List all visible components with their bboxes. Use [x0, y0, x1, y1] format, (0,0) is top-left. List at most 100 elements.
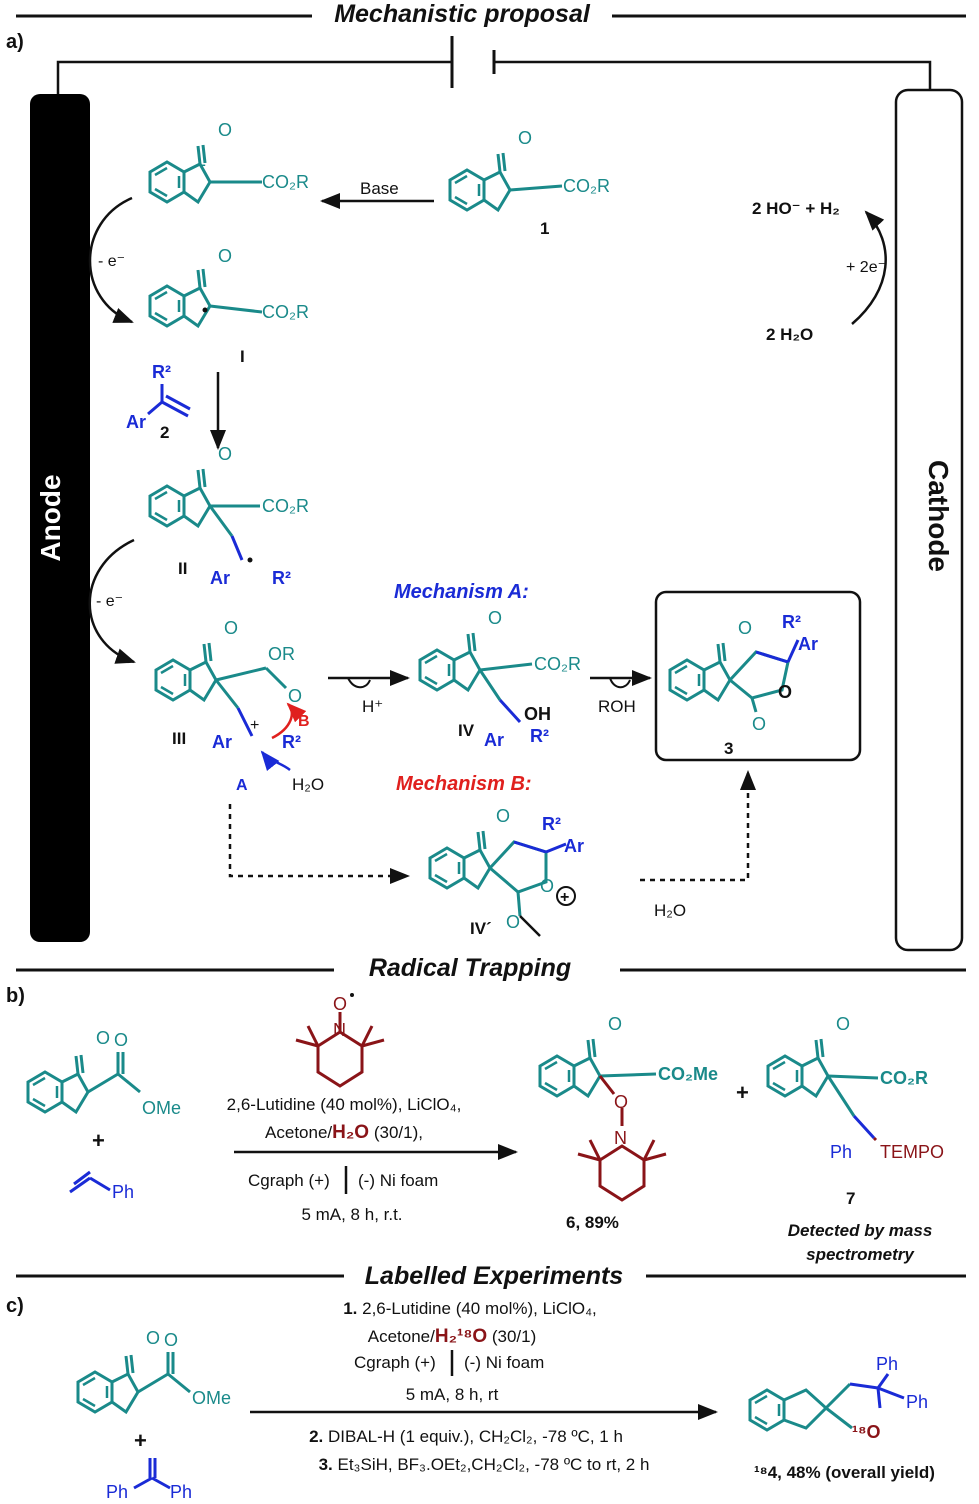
svg-text:O: O — [288, 686, 302, 706]
conditions-b-line3a: Cgraph (+) — [248, 1171, 330, 1190]
conditions-b-line2: Acetone/H₂O (30/1), — [265, 1122, 423, 1143]
roh-hook — [609, 677, 631, 689]
svg-text:R²: R² — [282, 732, 301, 752]
step1-line4: 5 mA, 8 h, rt — [406, 1385, 499, 1404]
protonation-hook — [347, 677, 371, 689]
panel-c-header: Labelled Experiments — [365, 1262, 624, 1290]
circuit-wire-right — [494, 60, 932, 92]
cathode-products: 2 HO⁻ + H₂ — [752, 199, 840, 218]
oxidation-arrow-2 — [88, 538, 136, 664]
plus-2e-label: + 2e⁻ — [846, 259, 886, 276]
svg-text:O: O — [333, 994, 347, 1014]
svg-text:Ar: Ar — [484, 730, 504, 750]
alkene-2-structure: R² Ar 2 — [126, 362, 191, 442]
svg-text:O: O — [506, 912, 520, 932]
radical-I-structure: O CO₂R I — [148, 246, 309, 366]
h-plus-label: H⁺ — [362, 697, 383, 716]
detected-note-line1: Detected by mass — [788, 1221, 933, 1240]
svg-text:O: O — [218, 120, 232, 140]
svg-text:Ph: Ph — [876, 1354, 898, 1374]
conditions-b-line1: 2,6-Lutidine (40 mol%), LiClO₄, — [227, 1095, 462, 1114]
svg-text:R²: R² — [152, 362, 171, 382]
intermediate-II-structure: O CO₂R Ar R² II — [148, 444, 309, 588]
svg-text:¹⁸O: ¹⁸O — [852, 1422, 881, 1442]
oxidation-arrow-1 — [88, 196, 134, 324]
tempo-reagent-structure: O N — [294, 993, 386, 1088]
svg-text:O: O — [540, 876, 554, 896]
anode-electrode — [30, 94, 90, 942]
product-7-structure: O CO₂R Ph TEMPO — [766, 1014, 944, 1162]
mechanism-b-arrow-1 — [228, 804, 410, 884]
product-6-yield: 6, 89% — [566, 1213, 619, 1232]
svg-text:B: B — [298, 713, 310, 730]
svg-text:I: I — [240, 347, 245, 366]
svg-text:Ph: Ph — [112, 1182, 134, 1202]
svg-text:O: O — [224, 618, 238, 638]
svg-text:TEMPO: TEMPO — [880, 1142, 944, 1162]
mechanism-b-water: H₂O — [654, 901, 686, 920]
svg-text:Ar: Ar — [126, 412, 146, 432]
svg-text:OMe: OMe — [192, 1388, 231, 1408]
svg-text:-: - — [200, 154, 206, 174]
diphenylethylene-structure: Ph Ph — [106, 1458, 192, 1502]
svg-text:CO₂R: CO₂R — [880, 1068, 928, 1088]
cathode-electrode — [894, 88, 964, 952]
svg-text:II: II — [178, 559, 187, 578]
circuit-wire-left — [56, 60, 452, 96]
svg-text:O: O — [608, 1014, 622, 1034]
cathode-arc-arrow — [851, 210, 887, 325]
svg-text:IV´: IV´ — [470, 919, 492, 938]
intermediate-IV-structure: O CO₂R OH Ar R² IV — [418, 608, 581, 750]
svg-text:O: O — [218, 444, 232, 464]
conditions-b-line4: 5 mA, 8 h, r.t. — [301, 1205, 402, 1224]
svg-text:2: 2 — [160, 423, 169, 442]
cation-III-structure: O OR O + Ar R² III B A H₂O — [154, 618, 324, 794]
svg-text:H₂O: H₂O — [292, 775, 324, 794]
labelled-product-structure: Ph Ph ¹⁸O — [748, 1354, 928, 1442]
svg-text:+: + — [560, 889, 569, 906]
svg-text:O: O — [96, 1028, 110, 1048]
svg-text:Ph: Ph — [830, 1142, 852, 1162]
svg-text:R²: R² — [542, 814, 561, 834]
svg-text:Ar: Ar — [798, 634, 818, 654]
svg-text:Ph: Ph — [170, 1482, 192, 1502]
cathode-label: Cathode — [923, 460, 954, 572]
product-6-structure: O CO₂Me O N — [538, 1014, 718, 1202]
svg-text:O: O — [164, 1330, 178, 1350]
labelled-product-yield: ¹⁸4, 48% (overall yield) — [754, 1463, 935, 1482]
svg-text:CO₂R: CO₂R — [534, 654, 581, 674]
svg-text:A: A — [236, 777, 248, 794]
step1-line3a: Cgraph (+) — [354, 1353, 436, 1372]
svg-text:Ph: Ph — [106, 1482, 128, 1502]
svg-text:IV: IV — [458, 721, 475, 740]
panel-b-header: Radical Trapping — [369, 954, 571, 982]
anode-label: Anode — [35, 474, 66, 561]
product-7-number: 7 — [846, 1189, 855, 1208]
svg-text:O: O — [496, 806, 510, 826]
svg-text:III: III — [172, 729, 186, 748]
mechanism-b-arrow-2 — [640, 770, 756, 882]
svg-text:Ar: Ar — [564, 836, 584, 856]
detected-note-line2: spectrometry — [806, 1245, 915, 1264]
compound-1-structure: O CO₂R 1 — [448, 128, 610, 238]
svg-text:R²: R² — [530, 726, 549, 746]
svg-text:O: O — [836, 1014, 850, 1034]
panel-a-header: Mechanistic proposal — [334, 0, 591, 28]
step1-line1: 1. 2,6-Lutidine (40 mol%), LiClO₄, — [343, 1299, 597, 1318]
indanone-ester-c: O O OMe — [76, 1328, 231, 1414]
svg-text:O: O — [778, 682, 792, 702]
svg-text:CO₂R: CO₂R — [563, 176, 610, 196]
panel-b-label: b) — [6, 985, 25, 1007]
svg-text:O: O — [614, 1092, 628, 1112]
minus-e-label-2: - e⁻ — [96, 593, 123, 610]
svg-text:O: O — [114, 1030, 128, 1050]
indanone-ester-b: O O OMe — [26, 1028, 181, 1118]
step3-line: 3. Et₃SiH, BF₃.OEt₂,CH₂Cl₂, -78 ºC to rt… — [319, 1455, 650, 1474]
base-label: Base — [360, 179, 399, 198]
step1-line2: Acetone/H₂¹⁸O (30/1) — [368, 1326, 537, 1347]
plus-sign-b: + — [92, 1128, 105, 1153]
svg-text:O: O — [752, 714, 766, 734]
roh-label: ROH — [598, 697, 636, 716]
product-3-structure: O R² Ar O O 3 — [668, 612, 818, 758]
enolate-structure: O CO₂R - — [148, 120, 309, 204]
